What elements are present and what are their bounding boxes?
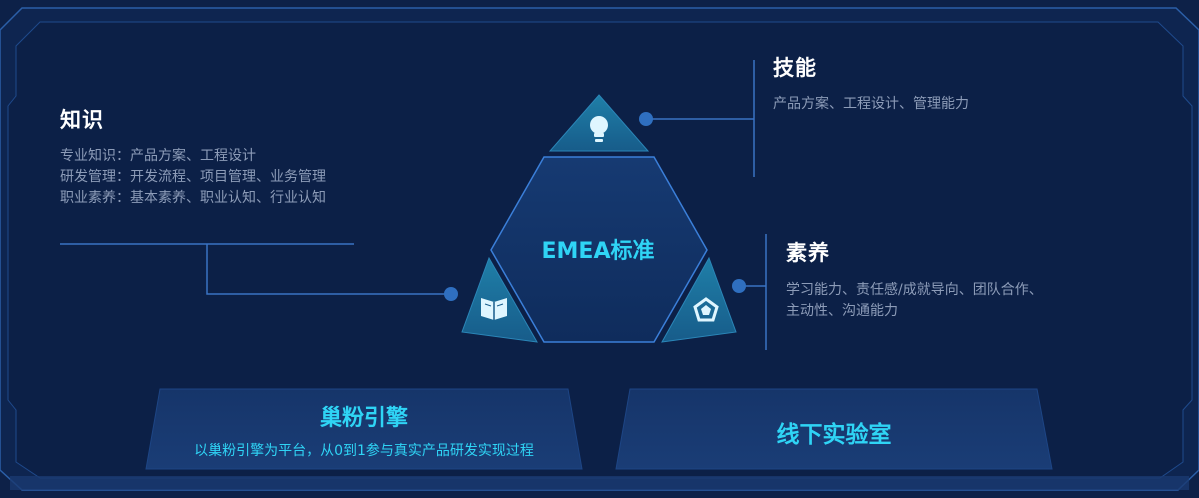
center-hexagon — [490, 156, 708, 343]
skills-dot — [639, 112, 653, 126]
knowledge-line: 研发管理：开发流程、项目管理、业务管理 — [60, 169, 326, 185]
knowledge-desc: 专业知识：产品方案、工程设计 研发管理：开发流程、项目管理、业务管理 职业素养：… — [60, 146, 326, 209]
book-icon — [481, 298, 507, 320]
skills-desc: 产品方案、工程设计、管理能力 — [773, 96, 969, 112]
center-label: EMEA标准 — [541, 239, 655, 264]
knowledge-line: 专业知识：产品方案、工程设计 — [60, 148, 256, 164]
bottom-shadow-bar — [10, 476, 1189, 490]
knowledge-triangle — [461, 256, 538, 343]
literacy-desc: 学习能力、责任感/成就导向、团队合作、 主动性、沟通能力 — [786, 280, 1043, 322]
literacy-triangle — [661, 256, 737, 343]
bottom-card-left-shape — [145, 388, 583, 470]
pentagon-icon — [693, 297, 719, 322]
bottom-right-title: 线下实验室 — [776, 422, 892, 448]
knowledge-connector — [206, 244, 449, 295]
literacy-line: 学习能力、责任感/成就导向、团队合作、 — [786, 282, 1043, 298]
skills-title: 技能 — [773, 56, 817, 80]
literacy-line: 主动性、沟通能力 — [786, 303, 898, 319]
bottom-card-right-shape — [615, 388, 1053, 470]
literacy-title: 素养 — [786, 241, 830, 265]
literacy-dot — [732, 279, 746, 293]
knowledge-title: 知识 — [60, 108, 104, 132]
bottom-left-subtitle: 以巢粉引擎为平台，从0到1参与真实产品研发实现过程 — [194, 443, 534, 459]
bottom-left-title: 巢粉引擎 — [319, 406, 408, 431]
lightbulb-icon — [590, 116, 608, 142]
knowledge-line: 职业素养：基本素养、职业认知、行业认知 — [60, 190, 326, 206]
knowledge-dot — [444, 287, 458, 301]
